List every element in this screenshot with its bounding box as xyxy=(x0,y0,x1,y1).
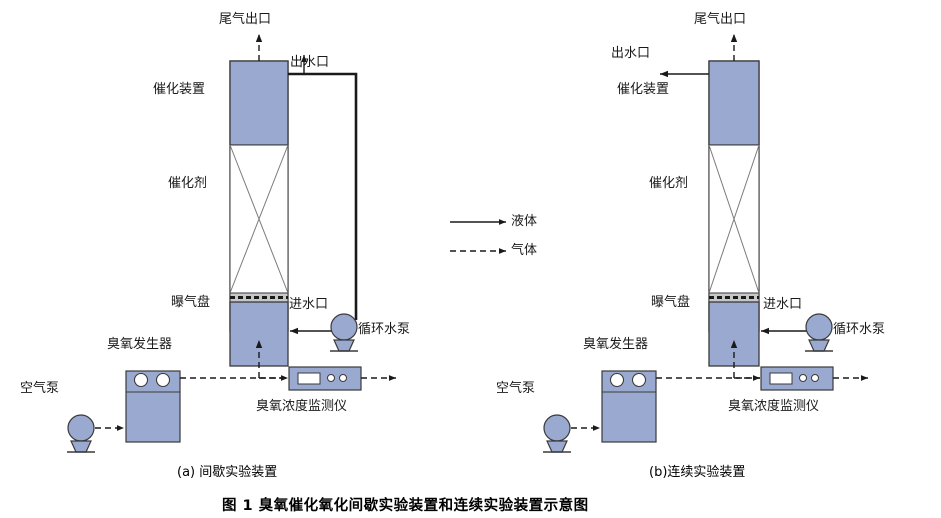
legend-gas-label: 气体 xyxy=(511,243,538,258)
label-a-ozone-generator: 臭氧发生器 xyxy=(107,337,173,352)
subcaption-a: (a) 间歇实验装置 xyxy=(177,465,278,480)
label-b-water-inlet: 进水口 xyxy=(763,297,803,312)
label-b-aeration-plate: 曝气盘 xyxy=(651,295,691,310)
label-a-tail-gas-outlet: 尾气出口 xyxy=(219,12,272,27)
subcaption-b: (b)连续实验装置 xyxy=(649,465,746,480)
label-a-circulating-pump: 循环水泵 xyxy=(358,322,411,337)
label-b-ozone-generator: 臭氧发生器 xyxy=(583,337,649,352)
label-a-water-inlet: 进水口 xyxy=(289,297,329,312)
figure-caption: 图 1 臭氧催化氧化间歇实验装置和连续实验装置示意图 xyxy=(222,498,589,514)
label-a-aeration-plate: 曝气盘 xyxy=(171,295,211,310)
label-a-air-pump: 空气泵 xyxy=(20,381,60,396)
legend-liquid-label: 液体 xyxy=(511,214,538,229)
legend-graphics xyxy=(450,219,506,254)
diagram-a-graphics xyxy=(67,34,396,453)
label-a-ozone-monitor: 臭氧浓度监测仪 xyxy=(256,399,348,414)
label-a-water-outlet: 出水口 xyxy=(290,55,330,70)
label-a-catalytic-device: 催化装置 xyxy=(153,82,206,97)
label-b-circulating-pump: 循环水泵 xyxy=(833,322,886,337)
label-b-air-pump: 空气泵 xyxy=(496,381,536,396)
label-b-ozone-monitor: 臭氧浓度监测仪 xyxy=(728,399,820,414)
label-a-catalyst: 催化剂 xyxy=(168,176,208,191)
label-b-catalyst: 催化剂 xyxy=(649,176,689,191)
label-b-water-outlet: 出水口 xyxy=(611,46,651,61)
label-b-tail-gas-outlet: 尾气出口 xyxy=(694,12,747,27)
label-b-catalytic-device: 催化装置 xyxy=(617,82,670,97)
diagram-b-graphics xyxy=(543,34,868,453)
